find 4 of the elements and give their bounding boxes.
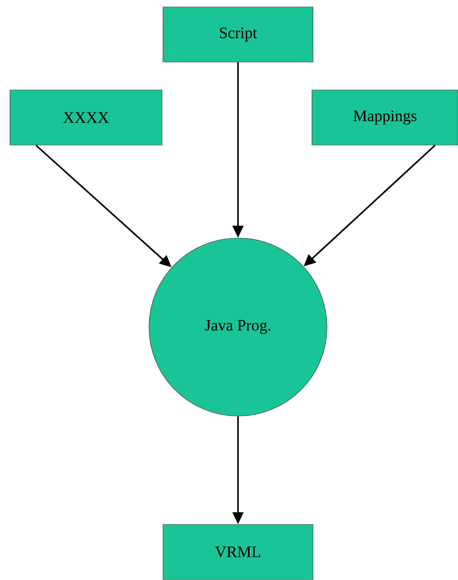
process-box: VRML bbox=[162, 524, 314, 580]
process-box: XXXX bbox=[10, 90, 162, 146]
process-box: Mappings bbox=[312, 90, 458, 146]
process-box: Script bbox=[162, 6, 314, 62]
